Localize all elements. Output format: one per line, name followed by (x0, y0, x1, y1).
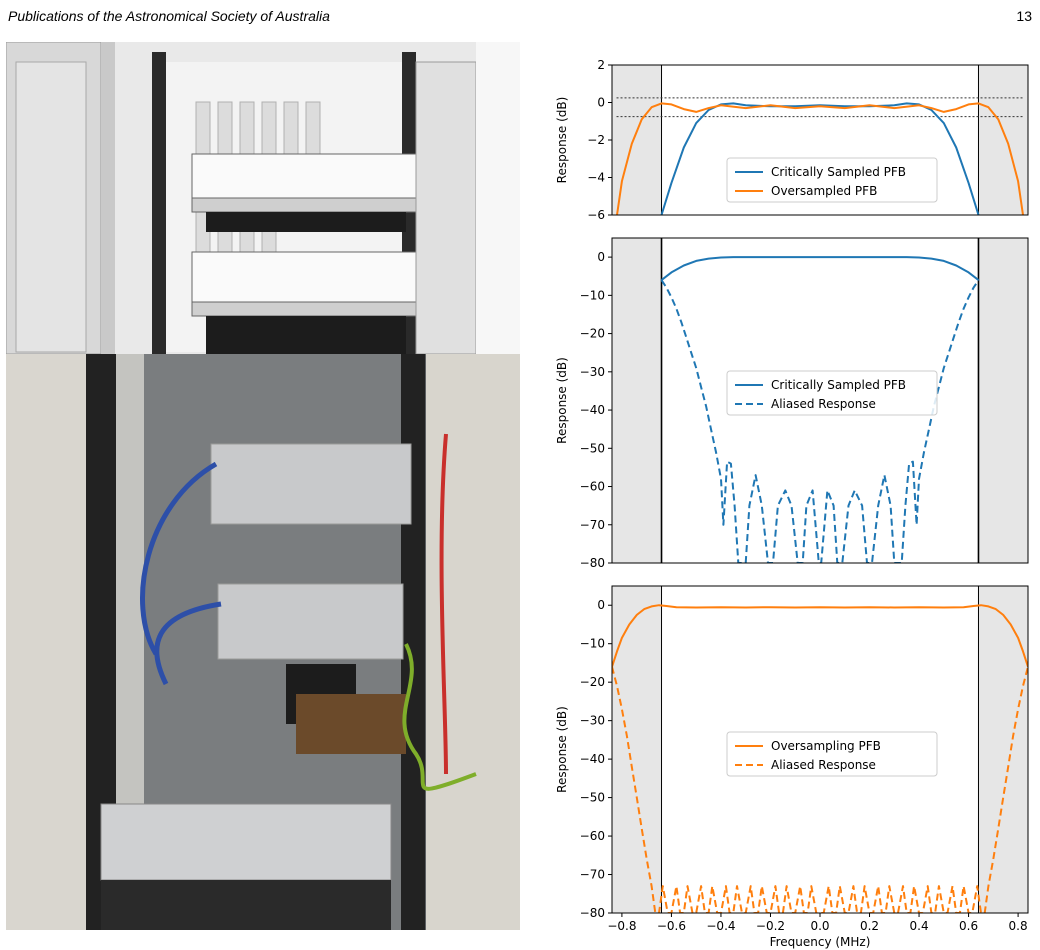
y-tick-label: 0 (597, 96, 605, 110)
legend-entry: Critically Sampled PFB (771, 165, 906, 179)
y-tick-label: −30 (580, 365, 605, 379)
y-tick-label: −20 (580, 675, 605, 689)
legend-entry: Aliased Response (771, 397, 876, 411)
y-tick-label: −20 (580, 327, 605, 341)
cabinet-render-image (6, 42, 520, 354)
legend-box (726, 731, 938, 777)
y-tick-label: −6 (587, 208, 605, 222)
y-tick-label: −10 (580, 637, 605, 651)
chart-critical-vs-oversampled-passband: 2 0 −2 −4 −6 Response (dB) Critically Sampled … (555, 58, 1029, 222)
y-tick-label: −40 (580, 403, 605, 417)
series-line-1 (612, 666, 1028, 913)
shaded-region (612, 238, 662, 563)
y-tick-label: −80 (580, 906, 605, 920)
x-tick-label: 0.2 (860, 919, 879, 933)
chart-oversampled-aliasing: 0 −10 −20 −30 −40 −50 −60 −70 −80−0.8 −0.6 −0.4 −0.… (555, 585, 1029, 949)
page-number: 13 (1016, 8, 1032, 24)
y-tick-label: −70 (580, 518, 605, 532)
y-tick-label: −80 (580, 556, 605, 570)
y-tick-label: 2 (597, 58, 605, 72)
x-tick-label: 0.4 (910, 919, 929, 933)
x-tick-label: 0.0 (810, 919, 829, 933)
legend-box (726, 370, 938, 416)
legend-entry: Critically Sampled PFB (771, 378, 906, 392)
running-head: Publications of the Astronomical Society… (8, 8, 330, 24)
y-tick-label: −40 (580, 752, 605, 766)
y-tick-label: −2 (587, 133, 605, 147)
series-line-1 (616, 102, 1024, 215)
x-tick-label: −0.8 (607, 919, 636, 933)
y-tick-label: −30 (580, 714, 605, 728)
shaded-region (612, 586, 662, 913)
y-axis-label: Response (dB) (555, 357, 569, 444)
legend-entry: Oversampled PFB (771, 184, 877, 198)
x-tick-label: −0.4 (706, 919, 735, 933)
chart-critically-sampled-aliasing: 0 −10 −20 −30 −40 −50 −60 −70 −80 Response (dB) Cr… (555, 237, 1029, 570)
legend-box (726, 157, 938, 203)
x-tick-label: 0.6 (959, 919, 978, 933)
y-axis-label: Response (dB) (555, 97, 569, 184)
series-line-0 (660, 256, 980, 281)
y-tick-label: −50 (580, 441, 605, 455)
legend-entry: Aliased Response (771, 758, 876, 772)
x-tick-label: 0.8 (1009, 919, 1028, 933)
y-tick-label: 0 (597, 250, 605, 264)
y-axis-label: Response (dB) (555, 706, 569, 793)
shaded-region (978, 586, 1028, 913)
y-tick-label: −70 (580, 868, 605, 882)
series-line-0 (612, 604, 1028, 668)
y-tick-label: −60 (580, 829, 605, 843)
cabinet-photo-image (6, 354, 520, 930)
x-axis-label: Frequency (MHz) (770, 935, 871, 949)
y-tick-label: −50 (580, 791, 605, 805)
y-tick-label: −60 (580, 480, 605, 494)
series-line-1 (660, 279, 980, 563)
x-tick-label: −0.6 (657, 919, 686, 933)
plot-frame (611, 237, 1029, 564)
legend-entry: Oversampling PFB (771, 739, 881, 753)
x-tick-label: −0.2 (756, 919, 785, 933)
cabinet-render-drawing (6, 42, 520, 354)
y-tick-label: −4 (587, 171, 605, 185)
y-tick-label: 0 (597, 598, 605, 612)
cabinet-photo-drawing (6, 354, 520, 930)
shaded-region (978, 238, 1028, 563)
y-tick-label: −10 (580, 288, 605, 302)
